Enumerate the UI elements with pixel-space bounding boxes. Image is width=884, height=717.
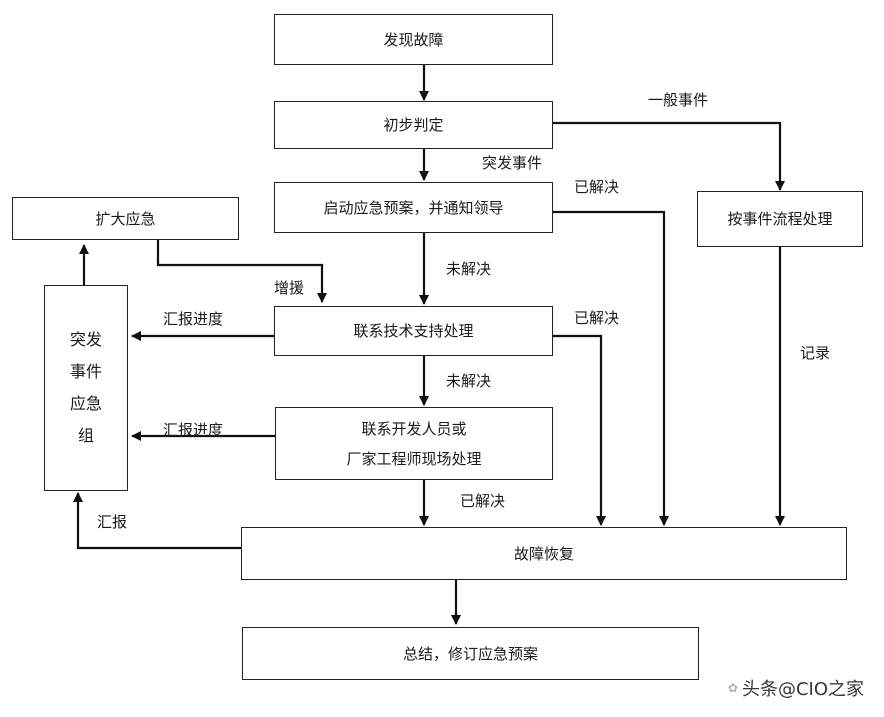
arrow-initial-to-process <box>553 121 785 191</box>
edge-label-report: 汇报 <box>97 513 128 531</box>
node-emergency-group: 突发 事件 应急 组 <box>44 285 128 491</box>
node-initial-judgment-label: 初步判定 <box>383 116 444 134</box>
group-line-1: 突发 <box>69 330 102 349</box>
node-summary-revise: 总结，修订应急预案 <box>242 627 699 680</box>
node-initial-judgment: 初步判定 <box>274 101 553 149</box>
edge-label-report-progress-1: 汇报进度 <box>163 310 224 328</box>
node-emergency-plan: 启动应急预案，并通知领导 <box>274 182 553 233</box>
group-line-2: 事件 <box>69 362 102 381</box>
group-line-4: 组 <box>77 426 94 445</box>
node-discover-fault: 发现故障 <box>274 14 553 65</box>
arrow-recover-to-group <box>73 492 241 550</box>
node-fault-recovery: 故障恢复 <box>241 527 847 580</box>
node-discover-fault-label: 发现故障 <box>383 30 444 49</box>
arrow-expand-to-tech <box>156 240 327 303</box>
edge-label-resolved-1: 已解决 <box>574 178 620 196</box>
node-event-process: 按事件流程处理 <box>697 191 863 247</box>
edge-label-unresolved-1: 未解决 <box>446 260 492 278</box>
group-line-3: 应急 <box>69 394 102 413</box>
node-emergency-plan-label: 启动应急预案，并通知领导 <box>323 198 504 217</box>
node-developer-onsite-line2: 厂家工程师现场处理 <box>346 449 482 468</box>
watermark-text: 头条@CIO之家 <box>741 679 864 700</box>
node-developer-onsite-line1: 联系开发人员或 <box>361 419 467 438</box>
arrow-plan-to-recover <box>553 210 669 526</box>
watermark: ✿ 头条@CIO之家 <box>728 675 864 701</box>
watermark-logo-icon: ✿ <box>727 681 738 695</box>
edge-label-resolved-3: 已解决 <box>460 492 506 510</box>
node-emergency-group-label: 突发 事件 应急 组 <box>70 324 102 452</box>
node-summary-revise-label: 总结，修订应急预案 <box>402 644 538 663</box>
edge-label-resolved-2: 已解决 <box>574 309 620 327</box>
node-fault-recovery-label: 故障恢复 <box>513 544 574 563</box>
node-developer-onsite: 联系开发人员或 厂家工程师现场处理 <box>275 407 553 480</box>
node-tech-support-label: 联系技术支持处理 <box>353 322 474 340</box>
arrow-tech-to-recover <box>553 334 606 526</box>
edge-label-reinforce: 增援 <box>274 279 305 297</box>
node-expand-emergency: 扩大应急 <box>12 197 239 240</box>
edge-label-record: 记录 <box>800 344 831 362</box>
edge-label-unresolved-2: 未解决 <box>446 372 492 390</box>
edge-label-sudden-event: 突发事件 <box>482 154 543 172</box>
node-tech-support: 联系技术支持处理 <box>274 306 553 356</box>
node-expand-emergency-label: 扩大应急 <box>95 209 156 228</box>
node-event-process-label: 按事件流程处理 <box>727 210 833 228</box>
edge-label-report-progress-2: 汇报进度 <box>163 421 224 439</box>
edge-label-general-event: 一般事件 <box>648 91 709 109</box>
